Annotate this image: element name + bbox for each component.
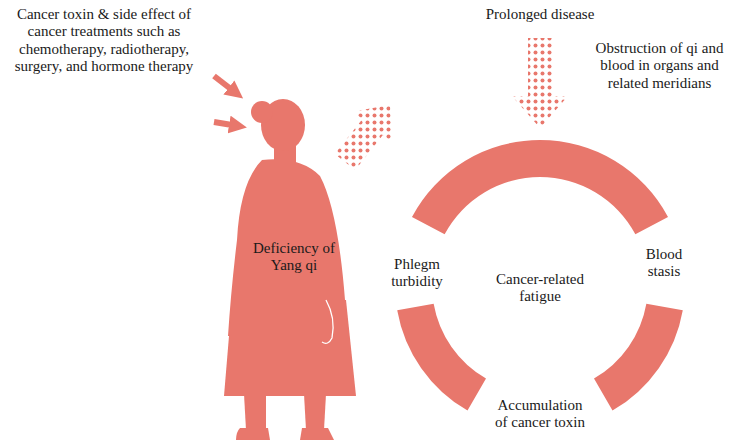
hair-bun	[251, 101, 273, 123]
node-text: Deficiency of Yang qi	[245, 240, 343, 275]
figure-part	[244, 394, 266, 430]
annotation-label: Phlegm turbidity	[385, 256, 449, 291]
label-slot: Obstruction of qi and blood in organs an…	[582, 40, 737, 92]
figure-part	[300, 428, 334, 440]
label-slot: Phlegm turbidity	[385, 256, 449, 291]
cycle-arc	[397, 304, 486, 411]
figure-part	[304, 394, 326, 430]
arm-outline	[322, 300, 333, 343]
text-slot: Cancer-related fatigue	[490, 271, 590, 306]
figure-part	[224, 300, 356, 396]
figure-node-outline	[195, 92, 345, 442]
annotation-label: Obstruction of qi and blood in organs an…	[582, 40, 737, 92]
label-slot: Accumulation of cancer toxin	[490, 397, 590, 432]
pointer-arrow	[214, 122, 238, 126]
cycle-arc	[594, 304, 683, 411]
annotation-label: Prolonged disease	[470, 6, 610, 23]
figure-part	[236, 428, 270, 440]
figure-node: Deficiency of Yang qi	[195, 92, 345, 442]
text-slot: Deficiency of Yang qi	[245, 240, 343, 275]
label-slot: Blood stasis	[637, 246, 691, 281]
annotation-label: Blood stasis	[637, 246, 691, 281]
node-text: Cancer-related fatigue	[490, 271, 590, 306]
label-slot: Cancer toxin & side effect of cancer tre…	[4, 6, 204, 75]
cycle-arc	[412, 140, 668, 234]
annotation-label: Cancer toxin & side effect of cancer tre…	[4, 6, 204, 75]
dotted-arrow	[512, 38, 568, 128]
pointer-arrow	[214, 76, 236, 93]
annotation-label: Accumulation of cancer toxin	[490, 397, 590, 432]
label-slot: Prolonged disease	[470, 6, 610, 23]
dotted-connector	[335, 105, 392, 170]
